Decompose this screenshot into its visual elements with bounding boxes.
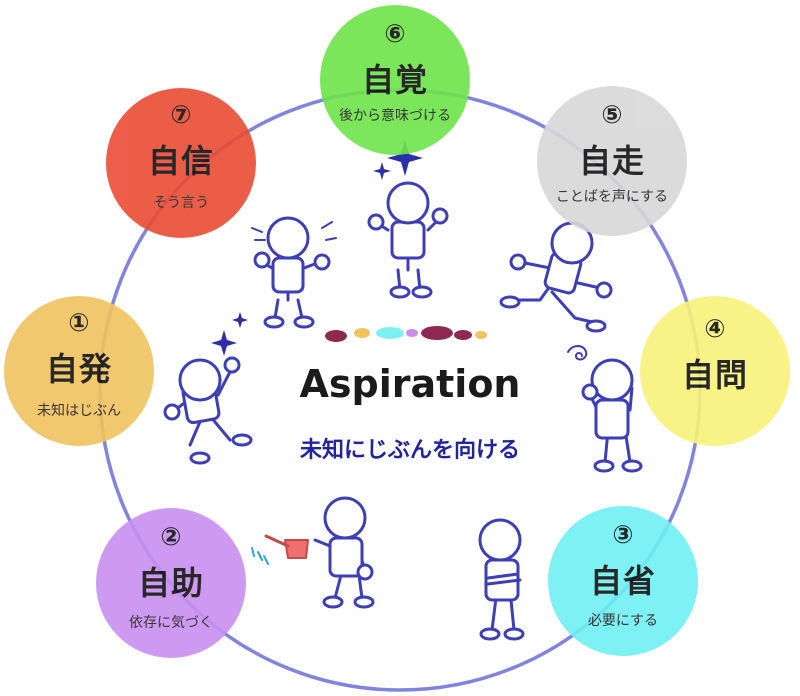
figure-arms-crossed-icon [478, 518, 525, 641]
sparkle-icon [211, 330, 237, 356]
figure-confident-icon [251, 216, 337, 329]
node-number: ④ [704, 314, 726, 343]
node-subtitle: 必要にする [587, 613, 659, 629]
node-number: ① [68, 308, 90, 337]
node-jimon[interactable]: ④ 自問 [640, 296, 790, 446]
color-dots [325, 326, 487, 342]
node-jikaku[interactable]: ⑥ 自覚 後から意味づける [320, 5, 470, 155]
node-number: ② [160, 522, 182, 551]
figure-watering-icon [313, 496, 375, 609]
node-subtitle: 後から意味づける [339, 108, 451, 124]
node-number: ⑤ [601, 100, 623, 129]
watering-can-icon [251, 534, 309, 565]
figure-thinking-icon [567, 345, 643, 473]
node-title: 自助 [137, 564, 204, 602]
node-jishin[interactable]: ⑦ 自信 そう言う [106, 88, 256, 238]
node-jijo[interactable]: ② 自助 依存に気づく [96, 508, 246, 658]
center-title: Aspiration [299, 362, 521, 406]
node-title: 自省 [589, 562, 656, 600]
center-subtitle: 未知にじぶんを向ける [299, 438, 520, 463]
node-subtitle: 未知はじぶん [37, 403, 121, 419]
figure-raising-hand-icon [163, 356, 253, 465]
node-number: ⑦ [170, 100, 192, 129]
figure-running-icon [499, 221, 613, 333]
node-number: ③ [612, 520, 634, 549]
sparkle-small-icon [232, 312, 248, 328]
node-jisou[interactable]: ⑤ 自走 ことばを声にする [537, 86, 687, 236]
node-number: ⑥ [384, 19, 406, 48]
node-title: 自走 [578, 142, 645, 180]
figure-reflecting-icon [367, 181, 449, 299]
node-title: 自発 [45, 350, 112, 388]
node-title: 自信 [147, 142, 214, 180]
node-subtitle: そう言う [153, 195, 209, 211]
node-subtitle: ことばを声にする [555, 189, 669, 205]
node-title: 自問 [681, 356, 748, 394]
sparkle-small-icon [373, 162, 391, 180]
node-title: 自覚 [361, 61, 428, 99]
sparkle-icon [387, 140, 423, 176]
node-jihatsu[interactable]: ① 自発 未知はじぶん [4, 296, 154, 446]
node-subtitle: 依存に気づく [129, 615, 213, 631]
node-jisei[interactable]: ③ 自省 必要にする [548, 506, 698, 656]
